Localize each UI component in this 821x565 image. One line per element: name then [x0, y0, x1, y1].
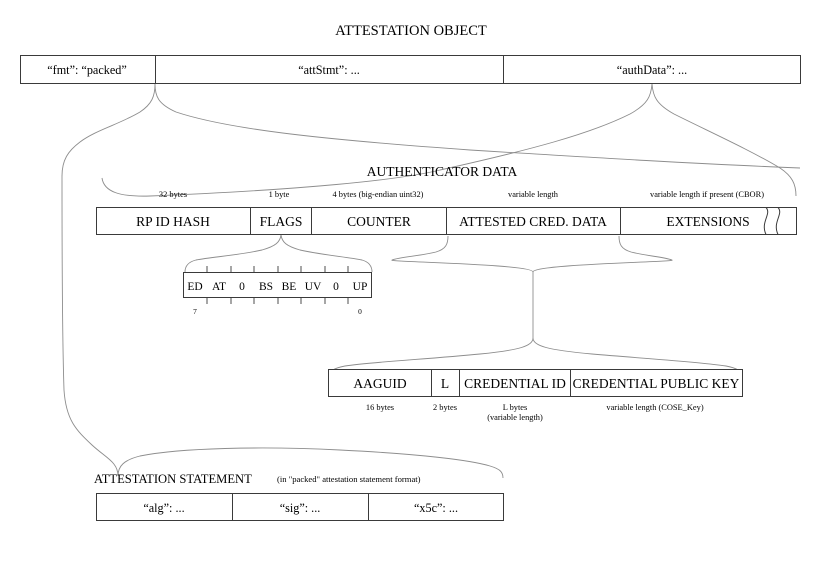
attested-credential-data-box	[328, 369, 743, 397]
break-symbol-icon	[763, 207, 781, 235]
cell-flags[interactable]: FLAGS	[260, 214, 303, 229]
cell-x5c[interactable]: “x5c”: ...	[414, 501, 458, 515]
note-extensions: variable length if present (CBOR)	[650, 190, 764, 199]
page-title: ATTESTATION OBJECT	[335, 23, 487, 39]
authenticator-data-row: AUTHENTICATOR DATA 32 bytes 1 byte 4 byt…	[96, 164, 797, 235]
cell-sig[interactable]: “sig”: ...	[280, 501, 321, 515]
note-rp-id-hash: 32 bytes	[159, 190, 187, 199]
flag-bit-rfu1[interactable]: 0	[333, 281, 339, 293]
attestation-statement-subheading: (in "packed" attestation statement forma…	[277, 474, 421, 484]
flags-box	[183, 272, 372, 298]
flag-bit-at[interactable]: AT	[212, 281, 226, 293]
flag-bit-bs[interactable]: BS	[259, 281, 273, 293]
connector-attstmt	[61, 83, 801, 479]
cell-fmt[interactable]: “fmt”: “packed”	[47, 63, 127, 77]
note-flags: 1 byte	[269, 190, 290, 199]
cell-authdata[interactable]: “authData”: ...	[617, 63, 687, 77]
note-credential-public-key: variable length (COSE_Key)	[606, 403, 703, 412]
attestation-statement-box	[96, 493, 504, 521]
cell-aaguid[interactable]: AAGUID	[353, 376, 406, 391]
flags-msb-label: 7	[193, 307, 197, 316]
note-credential-id-2: (variable length)	[487, 413, 543, 422]
flags-detail: ED AT 0 BS BE UV 0 UP 7 0	[183, 266, 372, 316]
cell-attested-cred-data[interactable]: ATTESTED CRED. DATA	[459, 214, 607, 229]
attested-credential-data-row: AAGUID L CREDENTIAL ID CREDENTIAL PUBLIC…	[328, 369, 743, 422]
cell-attstmt[interactable]: “attStmt”: ...	[298, 63, 360, 77]
cell-rp-id-hash[interactable]: RP ID HASH	[136, 214, 210, 229]
note-credential-id: L bytes	[503, 403, 528, 412]
flag-bit-be[interactable]: BE	[282, 281, 297, 293]
flag-bit-rfu2[interactable]: 0	[239, 281, 245, 293]
cell-l[interactable]: L	[441, 376, 449, 391]
cell-extensions[interactable]: EXTENSIONS	[666, 214, 749, 229]
authenticator-data-heading: AUTHENTICATOR DATA	[367, 164, 518, 179]
connector-flags	[184, 234, 373, 273]
cell-credential-public-key[interactable]: CREDENTIAL PUBLIC KEY	[573, 376, 740, 391]
attestation-statement-row: ATTESTATION STATEMENT (in "packed" attes…	[94, 472, 504, 521]
note-attested-cred-data: variable length	[508, 190, 559, 199]
attestation-object-row: “fmt”: “packed” “attStmt”: ... “authData…	[20, 55, 801, 84]
flags-lsb-label: 0	[358, 307, 362, 316]
connector-attested-cred-data	[328, 235, 743, 379]
note-aaguid: 16 bytes	[366, 403, 394, 412]
cell-credential-id[interactable]: CREDENTIAL ID	[464, 376, 566, 391]
note-counter: 4 bytes (big-endian uint32)	[333, 190, 424, 199]
flag-bit-up[interactable]: UP	[353, 281, 368, 293]
flag-bit-ed[interactable]: ED	[187, 281, 202, 293]
cell-counter[interactable]: COUNTER	[347, 214, 411, 229]
flag-bit-uv[interactable]: UV	[305, 281, 322, 293]
connector-authdata	[101, 83, 797, 197]
cell-alg[interactable]: “alg”: ...	[143, 501, 184, 515]
attestation-statement-heading: ATTESTATION STATEMENT	[94, 472, 252, 486]
attestation-object-box	[20, 55, 801, 84]
note-l: 2 bytes	[433, 403, 457, 412]
